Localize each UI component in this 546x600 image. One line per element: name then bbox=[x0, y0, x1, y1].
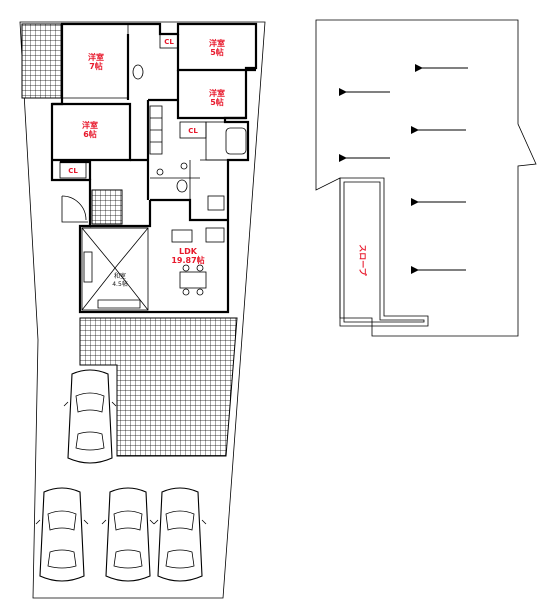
paved-area bbox=[79, 317, 238, 457]
room-label-bed4-size: 6帖 bbox=[83, 129, 97, 139]
kitchen-counter bbox=[171, 229, 193, 243]
sink bbox=[156, 168, 164, 176]
closet-label: CL bbox=[68, 167, 78, 175]
toilet bbox=[132, 64, 144, 80]
room-label-bed1-name: 洋室 bbox=[88, 52, 104, 62]
room-label-ldk-size: 19.87帖 bbox=[171, 255, 204, 265]
slope-label: スロープ bbox=[358, 244, 368, 277]
staircase bbox=[149, 105, 163, 155]
car-icon bbox=[35, 487, 89, 582]
car-icon bbox=[63, 369, 117, 464]
roof-plan bbox=[315, 19, 537, 337]
room-label-ldk-name: LDK bbox=[179, 247, 198, 256]
room-label-bed2-name: 洋室 bbox=[209, 38, 225, 48]
fridge bbox=[207, 195, 225, 211]
car-icon bbox=[153, 487, 207, 582]
house: 洋室 7帖 洋室 5帖 洋室 5帖 洋室 6帖 LDK 19.87帖 和室 4.… bbox=[21, 22, 258, 314]
door-swing bbox=[61, 195, 87, 221]
site-boundary bbox=[19, 21, 266, 599]
entrance-grid bbox=[91, 189, 123, 225]
toilet bbox=[176, 179, 188, 193]
car-icon bbox=[101, 487, 155, 582]
bathtub bbox=[225, 127, 247, 155]
room-label-bed4-name: 洋室 bbox=[82, 120, 98, 130]
tatami-room bbox=[81, 227, 149, 311]
room-label-bed3-size: 5帖 bbox=[210, 97, 224, 107]
room-label-tatami-line2: 4.5帖 bbox=[112, 280, 128, 288]
closet-box bbox=[59, 161, 87, 179]
balcony-grid bbox=[21, 23, 63, 99]
dining-table bbox=[179, 271, 207, 289]
room-label-bed2-size: 5帖 bbox=[210, 47, 224, 57]
bathroom bbox=[205, 121, 249, 161]
slope-arrows bbox=[339, 64, 468, 274]
stove bbox=[205, 227, 225, 243]
sink bbox=[180, 162, 188, 170]
closet-label: CL bbox=[188, 127, 198, 135]
room-label-bed3-name: 洋室 bbox=[209, 88, 225, 98]
closet-label: CL bbox=[164, 38, 174, 46]
cars bbox=[35, 369, 207, 582]
room-label-bed1-size: 7帖 bbox=[89, 61, 103, 71]
closet-box bbox=[159, 33, 179, 49]
room-label-tatami-line1: 和室 bbox=[114, 272, 126, 280]
